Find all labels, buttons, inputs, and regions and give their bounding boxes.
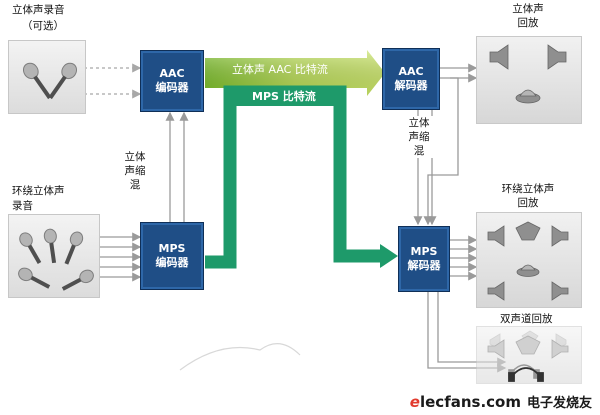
stereo-playback-line1: 立体声 [512, 3, 544, 15]
surround-mic-panel [8, 214, 100, 298]
binaural-speaker-panel [476, 326, 582, 384]
aac-decoder-subtitle: 解码器 [394, 79, 428, 92]
surround-playback-line2: 回放 [517, 197, 539, 209]
decoder-downmix-line1: 立体 [408, 117, 430, 129]
surround-speaker-panel [476, 212, 582, 308]
aac-bitstream-band [205, 50, 385, 96]
mps-decoder-title: MPS [410, 245, 438, 258]
aac-encoder-subtitle: 编码器 [155, 81, 189, 94]
optional-label: （可选） [22, 20, 64, 32]
aac-decoder-box: AAC 解码器 [382, 48, 440, 110]
stereo-playback-label: 立体声 回放 [496, 2, 560, 30]
mps-decoder-box: MPS 解码器 [398, 226, 450, 292]
mps-bitstream-band [205, 85, 398, 269]
decoder-downmix-line2: 声缩 [408, 131, 430, 143]
aac-encoder-title: AAC [159, 67, 185, 80]
surround-playback-label: 环绕立体声 回放 [488, 182, 568, 210]
surround-recording-label-1: 环绕立体声 [12, 185, 65, 197]
binaural-playback-label: 双声道回放 [500, 313, 553, 325]
surround-playback-line1: 环绕立体声 [501, 183, 555, 195]
stereo-input-arrows [84, 63, 142, 99]
stereo-output-arrows [440, 63, 478, 83]
decoder-downmix-label: 立体 声缩 混 [402, 116, 436, 158]
aac-encoder-box: AAC 编码器 [140, 50, 204, 112]
surround-output-arrows [448, 235, 478, 281]
aac-bitstream-label: 立体声 AAC 比特流 [232, 63, 328, 76]
stereo-recording-label: 立体声录音 [12, 4, 65, 16]
encoder-downmix-line2: 声缩 [124, 165, 146, 177]
mps-encoder-box: MPS 编码器 [140, 222, 204, 290]
watermark-cn: 电子发烧友 [526, 396, 592, 411]
aac-decoder-title: AAC [398, 65, 424, 78]
site-watermark: elecfans.com 电子发烧友 [410, 392, 592, 411]
decorative-stroke [179, 343, 301, 371]
stereo-playback-line2: 回放 [517, 17, 539, 29]
encoder-downmix-line1: 立体 [124, 151, 146, 163]
surround-recording-label-2: 录音 [12, 200, 33, 212]
decoder-downmix-line3: 混 [413, 145, 425, 157]
encoder-downmix-arrows [165, 111, 189, 222]
mps-encoder-subtitle: 编码器 [155, 256, 189, 269]
mps-decoder-subtitle: 解码器 [407, 259, 441, 272]
encoder-downmix-line3: 混 [129, 179, 141, 191]
mps-bitstream-label: MPS 比特流 [252, 90, 316, 103]
watermark-domain: lecfans.com [419, 393, 521, 411]
stereo-speaker-panel [476, 36, 582, 124]
watermark-e: e [409, 393, 420, 411]
surround-input-arrows [98, 232, 142, 282]
mps-encoder-title: MPS [158, 242, 186, 255]
stereo-mic-panel [8, 40, 86, 114]
encoder-downmix-label: 立体 声缩 混 [118, 150, 152, 192]
